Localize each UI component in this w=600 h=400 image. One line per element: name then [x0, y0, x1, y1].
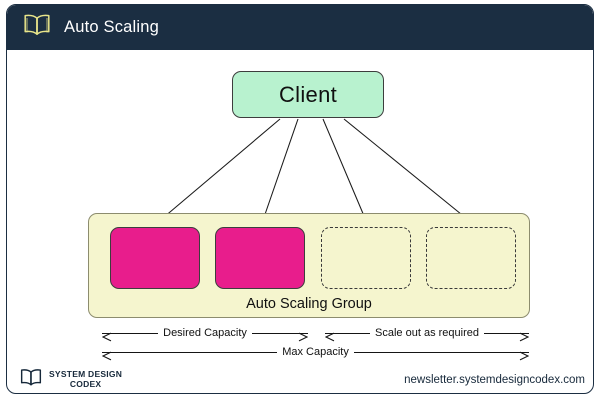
measure-label: Scale out as required [370, 327, 484, 339]
instance-2-active[interactable] [215, 227, 305, 289]
measure-line [101, 332, 159, 342]
measure-desired-capacity: Desired Capacity [101, 325, 309, 342]
arrow-left-icon [101, 348, 112, 361]
arrow-left-icon [324, 329, 335, 342]
arrow-right-icon [519, 348, 530, 361]
measure-scale-out: Scale out as required [324, 325, 530, 342]
client-node[interactable]: Client [232, 71, 384, 118]
client-label: Client [278, 81, 338, 107]
page-title: Auto Scaling [64, 18, 160, 36]
measure-line [483, 332, 530, 342]
auto-scaling-group-label: Auto Scaling Group [246, 296, 372, 312]
brand-line-1: SYSTEM DESIGN [49, 369, 123, 380]
brand-line-2: CODEX [69, 379, 102, 389]
measure-line [251, 332, 309, 342]
arrow-left-icon [101, 329, 112, 342]
measure-line [353, 351, 530, 361]
footer: SYSTEM DESIGN CODEX newsletter.systemdes… [7, 368, 593, 393]
capacity-measures: Desired Capacity Scale out as required [7, 325, 593, 370]
slide-card: Auto Scaling Client [6, 4, 594, 394]
diagram-canvas: Client Auto Scaling Group Desired Capaci… [7, 50, 593, 393]
instance-3-pending[interactable] [321, 227, 411, 289]
newsletter-url: newsletter.systemdesigncodex.com [404, 374, 585, 386]
arrow-right-icon [519, 329, 530, 342]
open-book-icon [22, 13, 52, 42]
measure-max-capacity: Max Capacity [101, 344, 530, 361]
header-bar: Auto Scaling [7, 5, 593, 50]
measure-line [101, 351, 278, 361]
instance-1-active[interactable] [110, 227, 200, 289]
measure-line [324, 332, 371, 342]
arrow-right-icon [298, 329, 309, 342]
measure-label: Desired Capacity [158, 327, 252, 339]
brand-logo: SYSTEM DESIGN CODEX [19, 368, 122, 392]
open-book-icon [19, 368, 43, 392]
brand-logo-text: SYSTEM DESIGN CODEX [49, 370, 122, 389]
measure-label: Max Capacity [277, 346, 354, 358]
auto-scaling-group-container[interactable]: Auto Scaling Group [88, 213, 530, 318]
instance-4-pending[interactable] [426, 227, 516, 289]
